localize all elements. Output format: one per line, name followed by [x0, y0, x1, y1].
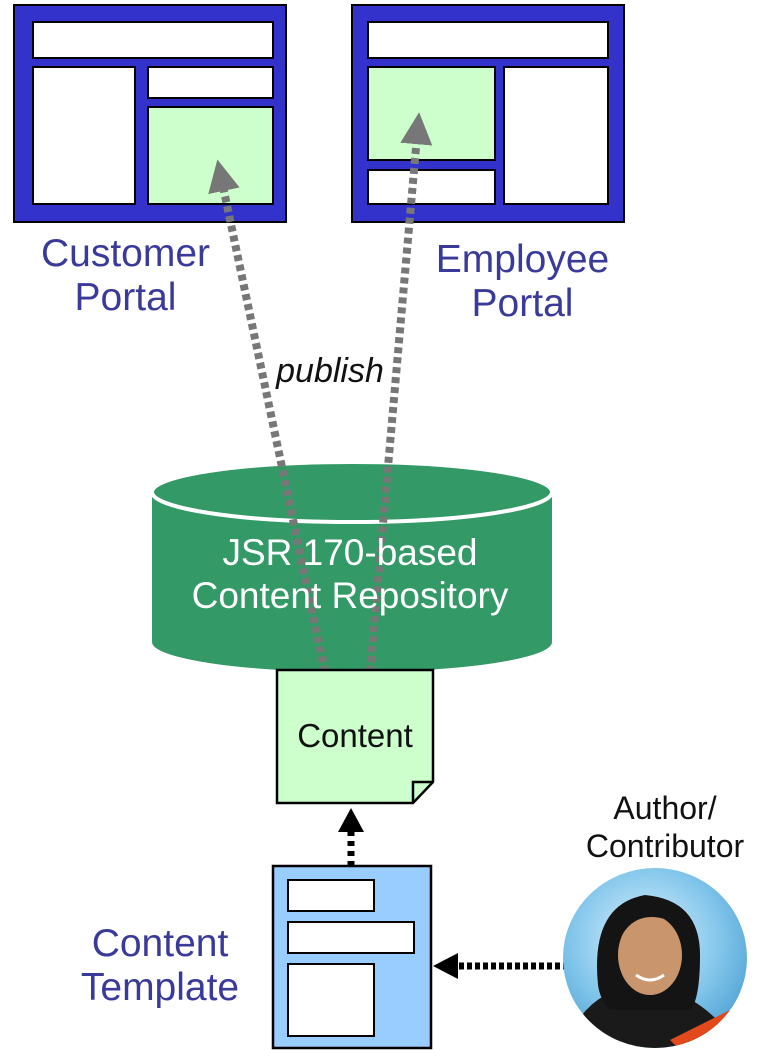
content-document [275, 668, 435, 805]
template-to-content-arrow [338, 808, 364, 866]
content-template-form [271, 864, 433, 1050]
publish-arrow-employee [366, 112, 433, 673]
employee-portal-window [351, 4, 625, 223]
customer-portal-window [13, 4, 287, 223]
content-repository-cylinder [150, 460, 554, 672]
author-to-template-arrow [433, 953, 568, 979]
publish-arrows [208, 112, 433, 673]
publish-arrow-customer [208, 159, 329, 673]
publish-label: publish [276, 352, 384, 390]
author-photo [563, 868, 747, 1048]
content-label: Content [297, 717, 413, 754]
author-label: Author/Contributor [585, 790, 745, 864]
